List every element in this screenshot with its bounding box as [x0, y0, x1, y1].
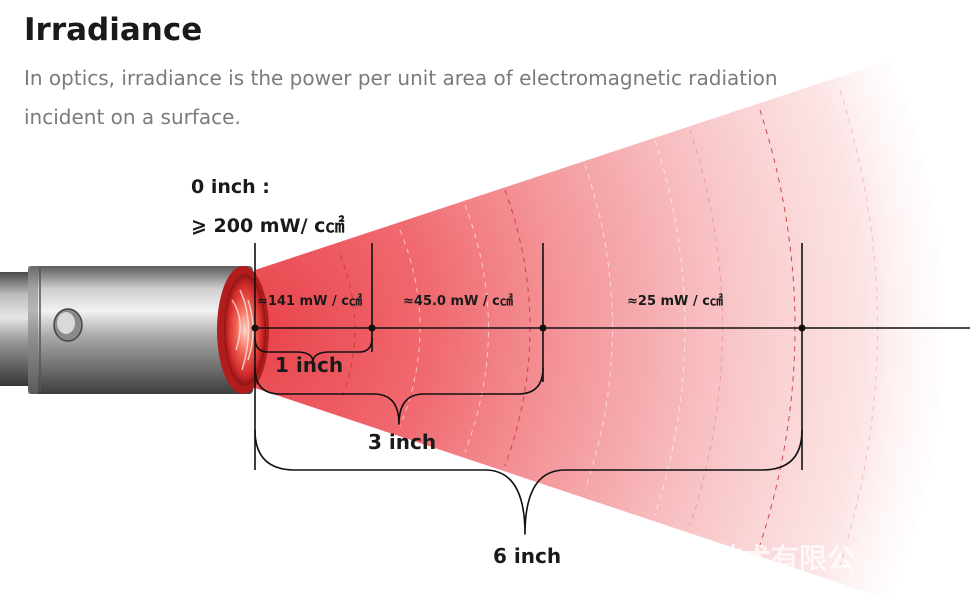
light-device: [0, 266, 269, 394]
brace-6-inch: [254, 429, 803, 535]
description-line-2: incident on a surface.: [24, 105, 241, 129]
brace-1-inch: [254, 337, 373, 363]
brace-label-3-inch: 3 inch: [368, 430, 436, 454]
marker-dot-0: [251, 324, 259, 332]
source-label-line-2: ⩾ 200 mW/ c㎠: [191, 214, 344, 237]
description-line-1: In optics, irradiance is the power per u…: [24, 66, 778, 90]
marker-dot-3: [539, 324, 547, 332]
marker-dot-6: [798, 324, 806, 332]
zone-irradiance-6: ≈25 mW / c㎠: [627, 293, 723, 309]
source-label-line-1: 0 inch :: [191, 176, 270, 198]
zone-irradiance-3: ≈45.0 mW / c㎠: [403, 293, 513, 309]
brace-label-6-inch: 6 inch: [493, 544, 561, 568]
zone-irradiance-1: ≈141 mW / c㎠: [257, 293, 362, 309]
marker-dot-1: [368, 324, 376, 332]
brace-label-1-inch: 1 inch: [275, 353, 343, 377]
watermark-text: 技术有限公: [715, 542, 855, 575]
page-title: Irradiance: [24, 12, 202, 48]
light-beam: [255, 60, 945, 600]
brace-3-inch: [254, 367, 544, 425]
